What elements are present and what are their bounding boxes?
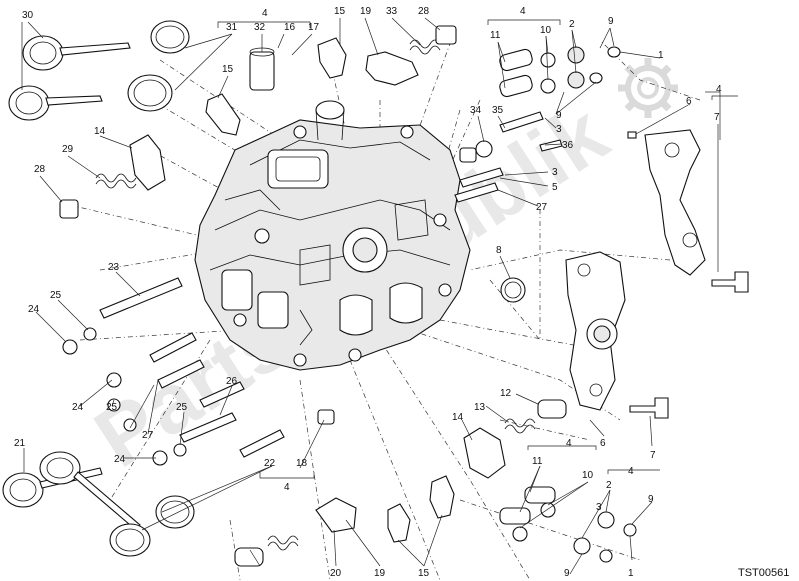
rocker-arms	[129, 37, 506, 543]
exhaust-valves-bottom	[2, 451, 195, 557]
gear-icon	[618, 58, 678, 118]
callout-7: 7	[650, 450, 656, 461]
callout-13: 13	[474, 402, 486, 413]
callout-34: 34	[470, 105, 482, 116]
callout-4: 4	[520, 6, 526, 17]
callout-9: 9	[648, 494, 654, 505]
callout-28: 28	[34, 164, 46, 175]
cylinder-head	[194, 100, 471, 371]
callout-21: 21	[14, 438, 26, 449]
callout-6: 6	[600, 438, 606, 449]
callout-26: 26	[226, 376, 238, 387]
callout-11: 11	[490, 30, 501, 41]
callout-7: 7	[714, 112, 720, 123]
callout-24: 24	[28, 304, 40, 315]
callout-4: 4	[262, 8, 268, 19]
camshaft-caps	[565, 129, 706, 411]
callout-4: 4	[628, 466, 634, 477]
callout-23: 23	[108, 262, 120, 273]
callout-16: 16	[284, 22, 296, 33]
intake-valves-top	[8, 20, 190, 121]
callout-9: 9	[564, 568, 570, 579]
callout-1: 1	[658, 50, 664, 61]
callout-31: 31	[226, 22, 238, 33]
callout-17: 17	[308, 22, 320, 33]
callout-24: 24	[114, 454, 126, 465]
callout-25: 25	[106, 402, 118, 413]
callout-28: 28	[418, 6, 430, 17]
group-brackets	[217, 19, 738, 479]
bolts	[627, 131, 749, 419]
callout-15: 15	[418, 568, 430, 579]
callout-36: 36	[562, 140, 574, 151]
callout-25: 25	[176, 402, 188, 413]
leader-lines	[21, 17, 721, 575]
callout-18: 18	[296, 458, 308, 469]
callout-2: 2	[569, 19, 575, 30]
studs-and-pins	[99, 111, 563, 458]
callout-1: 1	[628, 568, 634, 579]
springs	[95, 39, 536, 551]
callout-22: 22	[264, 458, 276, 469]
callout-10: 10	[540, 25, 552, 36]
callout-30: 30	[22, 10, 34, 21]
callout-9: 9	[556, 110, 562, 121]
callout-4: 4	[566, 438, 572, 449]
callout-9: 9	[608, 16, 614, 27]
callout-14: 14	[452, 412, 464, 423]
callout-35: 35	[492, 105, 504, 116]
callout-15: 15	[334, 6, 346, 17]
callout-33: 33	[386, 6, 398, 17]
callout-6: 6	[686, 96, 692, 107]
callout-14: 14	[94, 126, 106, 137]
callout-2: 2	[606, 480, 612, 491]
callout-32: 32	[254, 22, 266, 33]
callout-4: 4	[716, 84, 722, 95]
callout-19: 19	[360, 6, 372, 17]
callout-19: 19	[374, 568, 386, 579]
callout-20: 20	[330, 568, 342, 579]
callout-3: 3	[552, 167, 558, 178]
callout-8: 8	[496, 245, 502, 256]
callout-29: 29	[62, 144, 74, 155]
callout-15: 15	[222, 64, 234, 75]
callout-3: 3	[556, 124, 562, 135]
diagram-code: TST00561	[738, 567, 789, 579]
callout-5: 5	[552, 182, 558, 193]
bushings-and-sleeves	[59, 25, 567, 567]
callout-12: 12	[500, 388, 512, 399]
callout-4: 4	[284, 482, 290, 493]
washers-and-collars	[62, 46, 637, 563]
callout-10: 10	[582, 470, 594, 481]
callout-27: 27	[536, 202, 548, 213]
callout-labels: 30 31 4 32 16 17 15 19 33 28 4 11 10 2 9…	[14, 6, 722, 579]
callout-11: 11	[532, 456, 543, 467]
callout-27: 27	[142, 430, 154, 441]
callout-25: 25	[50, 290, 62, 301]
callout-3: 3	[596, 502, 602, 513]
callout-24: 24	[72, 402, 84, 413]
